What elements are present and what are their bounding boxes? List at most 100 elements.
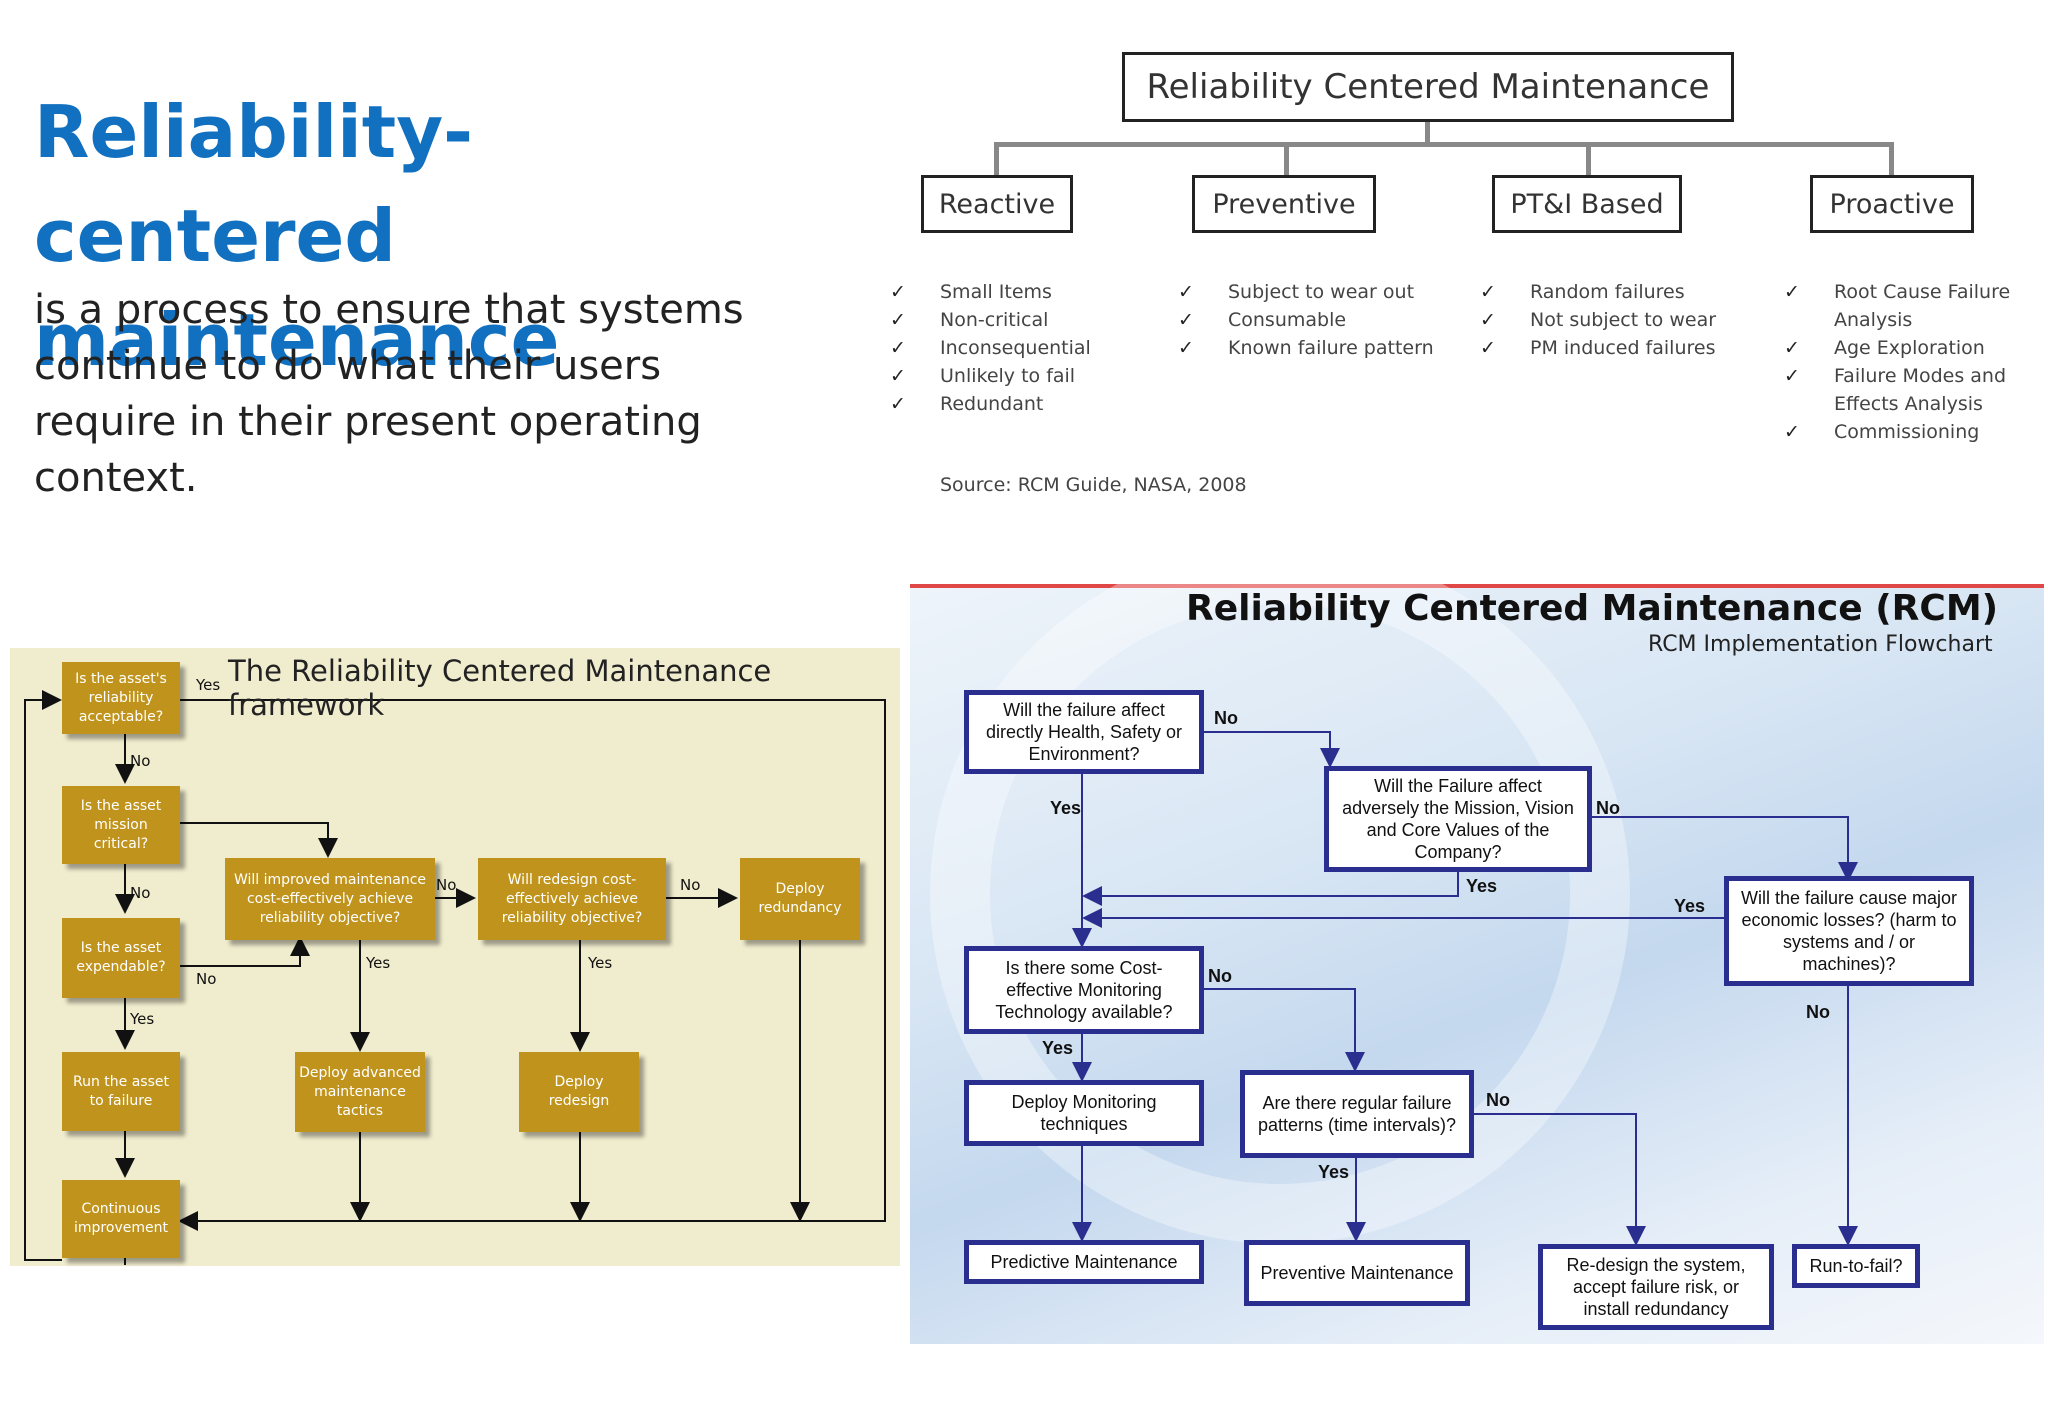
- economic-question-box: Will the failure cause major economic lo…: [1724, 876, 1974, 986]
- deploy-redundancy-box: Deploy redundancy: [740, 858, 860, 940]
- list-item: ✓Redundant: [890, 390, 1170, 418]
- connector-line: [994, 142, 999, 178]
- category-box-pti: PT&I Based: [1492, 175, 1682, 233]
- proactive-item-list: ✓Root Cause Failure Analysis ✓Age Explor…: [1784, 278, 2024, 446]
- connector-line: [1284, 142, 1289, 178]
- yes-label: Yes: [1466, 876, 1498, 896]
- list-item: ✓Subject to wear out: [1178, 278, 1468, 306]
- reactive-item-list: ✓Small Items ✓Non-critical ✓Inconsequent…: [890, 278, 1170, 418]
- check-icon: ✓: [1480, 337, 1496, 359]
- yes-label: Yes: [196, 676, 221, 694]
- asset-expendable-box: Is the asset expendable?: [62, 918, 180, 998]
- yes-label: Yes: [130, 1010, 155, 1028]
- yes-label: Yes: [1674, 896, 1706, 916]
- no-label: No: [196, 970, 217, 988]
- no-label: No: [1806, 1002, 1830, 1022]
- pti-item-list: ✓Random failures ✓Not subject to wear ✓P…: [1480, 278, 1770, 362]
- category-label: Reactive: [938, 188, 1056, 220]
- category-label: Preventive: [1212, 188, 1356, 220]
- no-label: No: [1596, 798, 1620, 818]
- redesign-system-box: Re-design the system, accept failure ris…: [1538, 1244, 1774, 1330]
- regular-failure-patterns-box: Are there regular failure patterns (time…: [1240, 1070, 1474, 1158]
- check-icon: ✓: [890, 393, 906, 415]
- predictive-maintenance-box: Predictive Maintenance: [964, 1240, 1204, 1284]
- run-to-failure-box: Run the asset to failure: [62, 1052, 180, 1131]
- no-label: No: [436, 876, 457, 894]
- hierarchy-root-box: Reliability Centered Maintenance: [1122, 52, 1734, 122]
- category-label: PT&I Based: [1510, 188, 1664, 220]
- redesign-question-box: Will redesign cost-effectively achieve r…: [478, 858, 666, 940]
- deploy-monitoring-box: Deploy Monitoring techniques: [964, 1080, 1204, 1146]
- flowchart-connectors: [1072, 731, 1858, 1246]
- category-label: Proactive: [1829, 188, 1955, 220]
- connector-line: [1425, 122, 1430, 144]
- check-icon: ✓: [1178, 309, 1194, 331]
- deploy-redesign-box: Deploy redesign: [519, 1052, 639, 1132]
- no-label: No: [130, 752, 151, 770]
- asset-mission-critical-box: Is the asset mission critical?: [62, 786, 180, 864]
- list-item: ✓Commissioning: [1784, 418, 2024, 446]
- no-label: No: [680, 876, 701, 894]
- list-item: ✓Failure Modes and Effects Analysis: [1784, 362, 2024, 418]
- mission-question-box: Will the Failure affect adversely the Mi…: [1324, 766, 1592, 872]
- yes-label: Yes: [1050, 798, 1082, 818]
- framework-connectors: [24, 690, 886, 1265]
- no-label: No: [130, 884, 151, 902]
- list-item: ✓PM induced failures: [1480, 334, 1770, 362]
- no-label: No: [1214, 708, 1238, 728]
- list-item: ✓Random failures: [1480, 278, 1770, 306]
- flowchart-title: Reliability Centered Maintenance (RCM): [1186, 588, 1999, 629]
- list-item: ✓Small Items: [890, 278, 1170, 306]
- rcm-flowchart: Reliability Centered Maintenance (RCM) R…: [910, 584, 2044, 1344]
- no-label: No: [1208, 966, 1232, 986]
- list-item: ✓Non-critical: [890, 306, 1170, 334]
- category-box-proactive: Proactive: [1810, 175, 1974, 233]
- check-icon: ✓: [890, 337, 906, 359]
- rcm-framework-diagram: The Reliability Centered Maintenance fra…: [10, 648, 900, 1266]
- yes-label: Yes: [1042, 1038, 1074, 1058]
- check-icon: ✓: [1480, 309, 1496, 331]
- list-item: ✓Age Exploration: [1784, 334, 2024, 362]
- page-title: Reliability-centered maintenance: [34, 90, 560, 382]
- connector-line: [1586, 142, 1591, 178]
- list-item: ✓Consumable: [1178, 306, 1468, 334]
- hierarchy-root-label: Reliability Centered Maintenance: [1146, 67, 1710, 107]
- asset-reliability-acceptable-box: Is the asset's reliability acceptable?: [62, 662, 180, 734]
- framework-title: The Reliability Centered Maintenance fra…: [228, 654, 772, 722]
- continuous-improvement-box: Continuous improvement: [62, 1180, 180, 1258]
- header-red-line: [910, 584, 2044, 588]
- check-icon: ✓: [1784, 421, 1800, 443]
- check-icon: ✓: [1480, 281, 1496, 303]
- yes-label: Yes: [366, 954, 391, 972]
- check-icon: ✓: [1784, 365, 1800, 387]
- category-box-preventive: Preventive: [1192, 175, 1376, 233]
- monitoring-question-box: Is there some Cost-effective Monitoring …: [964, 946, 1204, 1034]
- yes-label: Yes: [1318, 1162, 1350, 1182]
- check-icon: ✓: [1784, 337, 1800, 359]
- check-icon: ✓: [890, 365, 906, 387]
- list-item: ✓Inconsequential: [890, 334, 1170, 362]
- check-icon: ✓: [1178, 337, 1194, 359]
- preventive-maintenance-box: Preventive Maintenance: [1244, 1240, 1470, 1306]
- list-item: ✓Root Cause Failure Analysis: [1784, 278, 2024, 334]
- source-citation: Source: RCM Guide, NASA, 2008: [940, 474, 1247, 496]
- list-item: ✓Known failure pattern: [1178, 334, 1468, 362]
- hse-question-box: Will the failure affect directly Health,…: [964, 690, 1204, 774]
- no-label: No: [1486, 1090, 1510, 1110]
- connector-line: [1889, 142, 1894, 178]
- check-icon: ✓: [1178, 281, 1194, 303]
- yes-label: Yes: [588, 954, 613, 972]
- list-item: ✓Not subject to wear: [1480, 306, 1770, 334]
- deploy-advanced-tactics-box: Deploy advanced maintenance tactics: [295, 1052, 425, 1132]
- run-to-fail-box: Run-to-fail?: [1792, 1244, 1920, 1288]
- improved-maintenance-box: Will improved maintenance cost-effective…: [225, 858, 435, 940]
- category-box-reactive: Reactive: [921, 175, 1073, 233]
- flowchart-subtitle: RCM Implementation Flowchart: [1648, 632, 1993, 657]
- preventive-item-list: ✓Subject to wear out ✓Consumable ✓Known …: [1178, 278, 1468, 362]
- page-description: is a process to ensure that systems cont…: [34, 287, 744, 501]
- check-icon: ✓: [1784, 281, 1800, 303]
- check-icon: ✓: [890, 281, 906, 303]
- check-icon: ✓: [890, 309, 906, 331]
- list-item: ✓Unlikely to fail: [890, 362, 1170, 390]
- connector-line: [994, 142, 1894, 147]
